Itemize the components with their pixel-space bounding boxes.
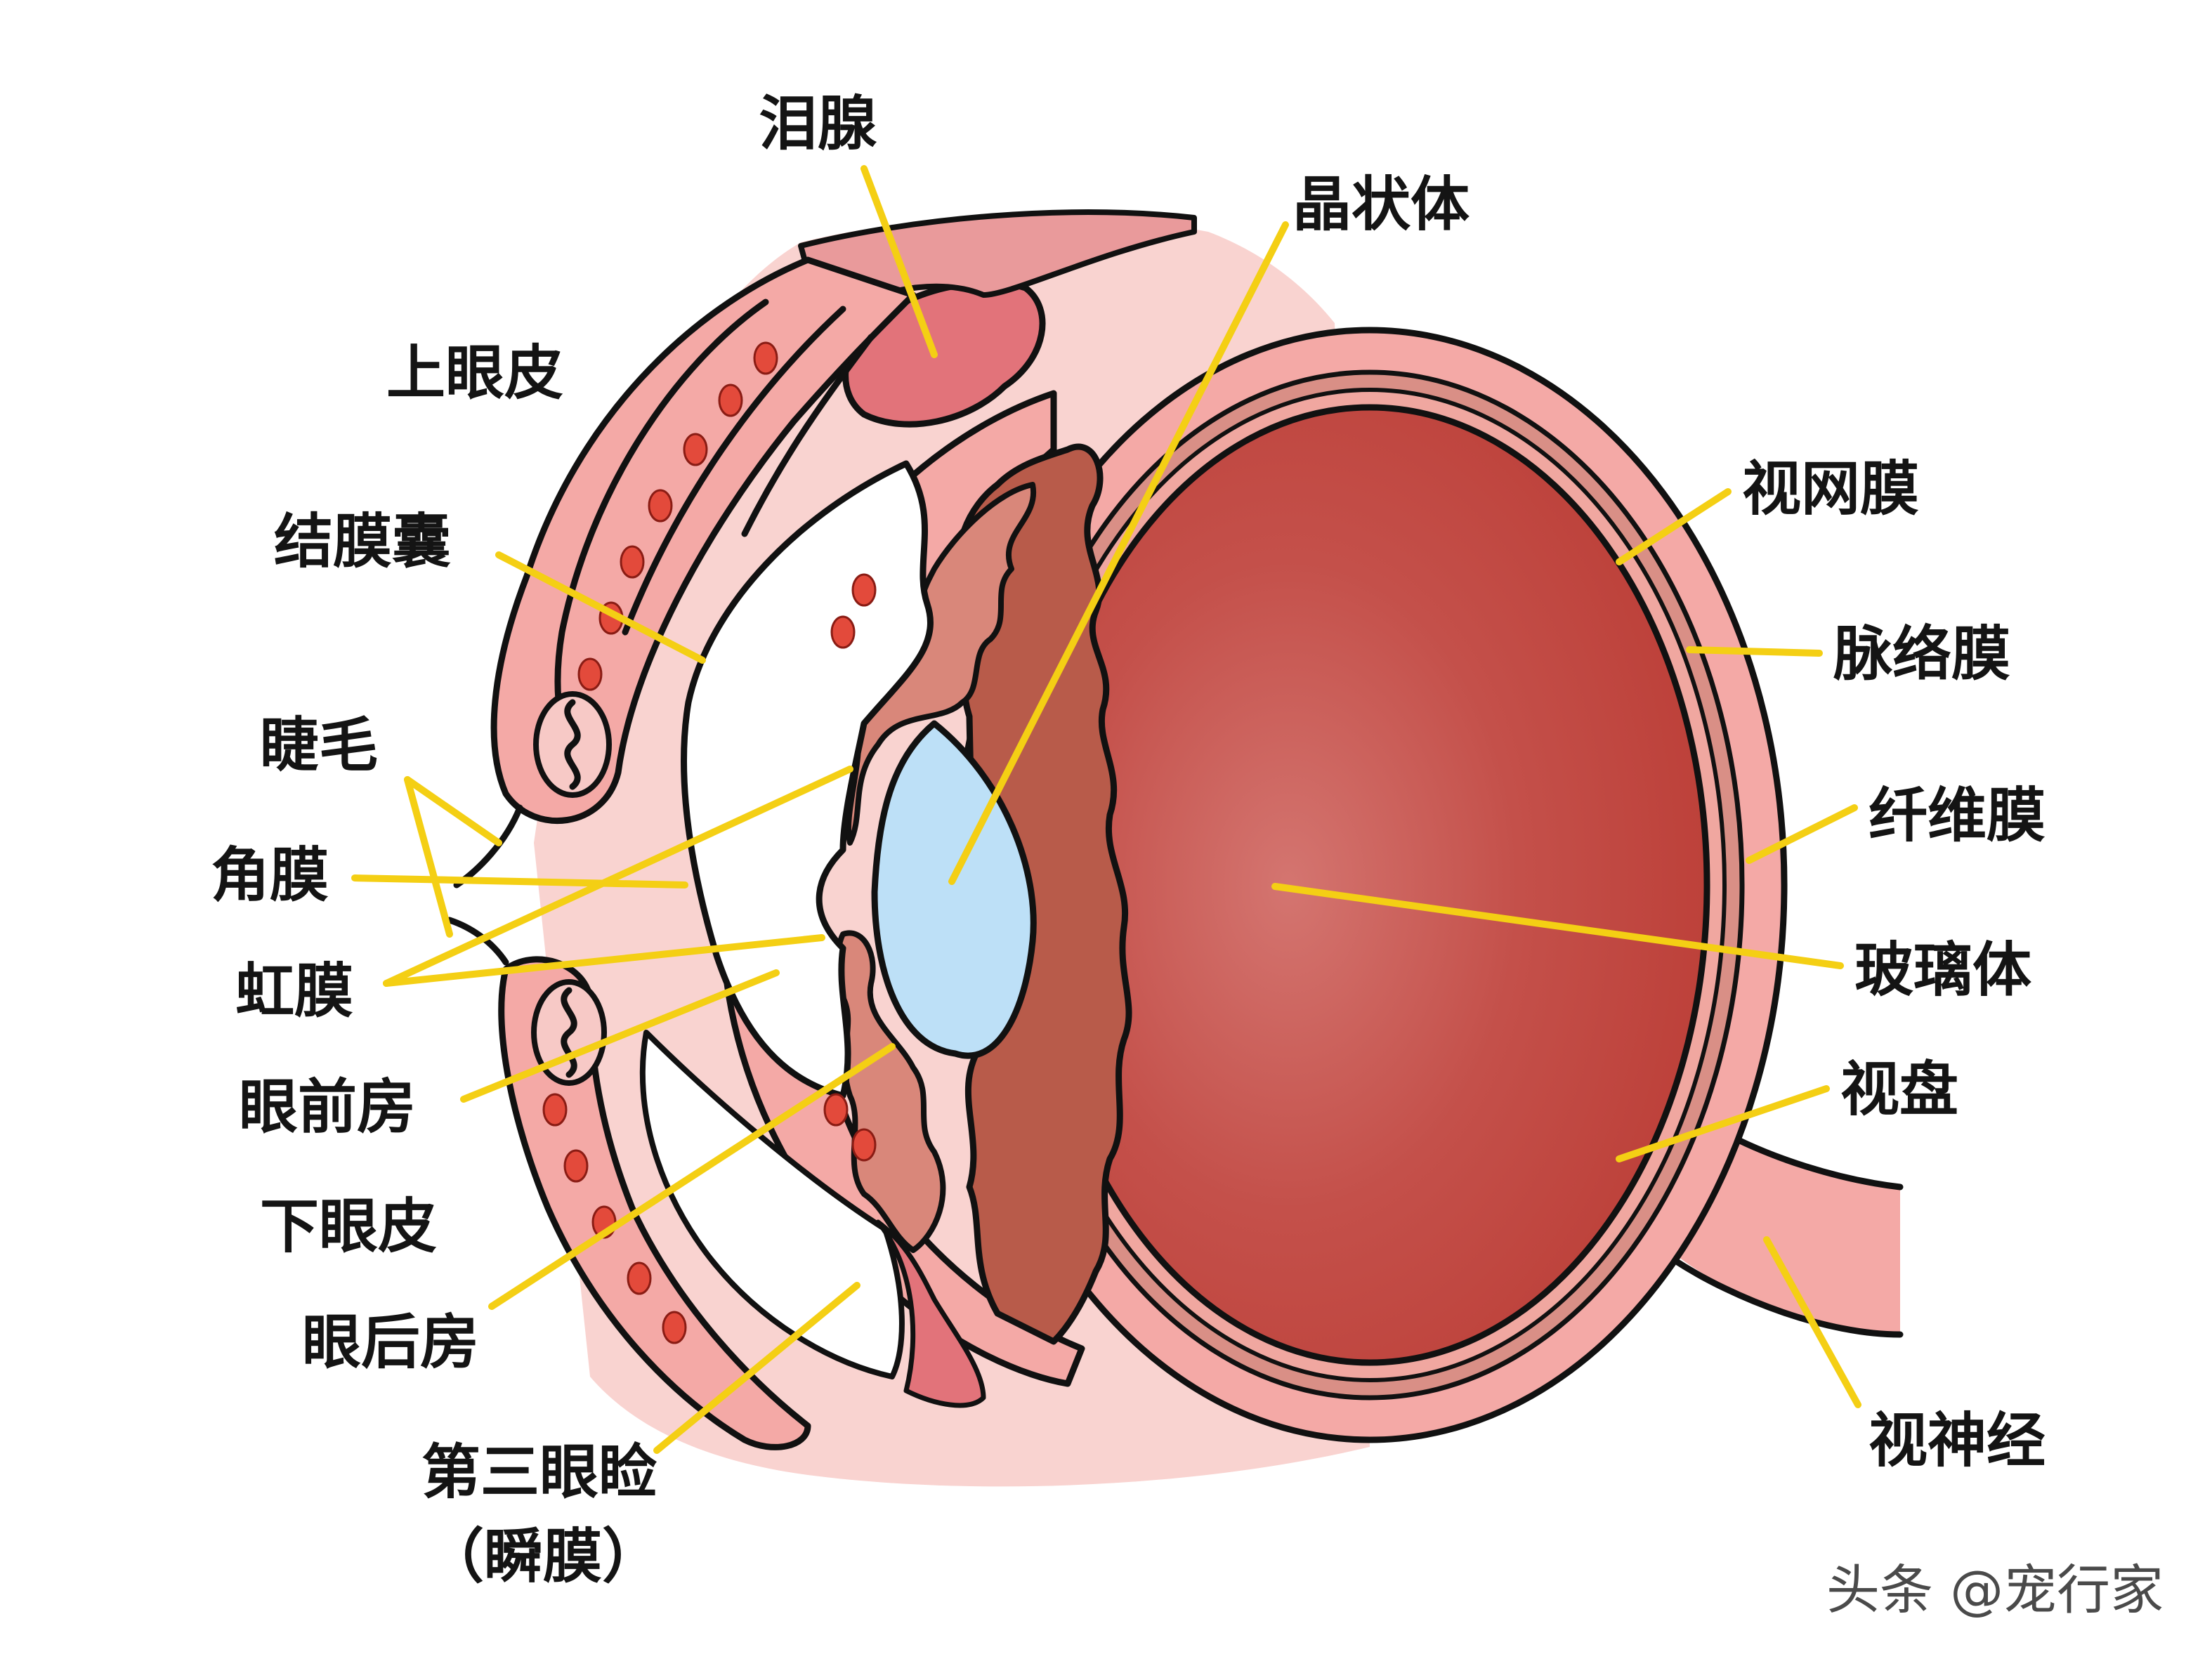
leader-eyelash-lower (404, 776, 453, 938)
labels: 泪腺 晶状体 上眼皮 结膜囊 睫毛 角膜 虹膜 眼前房 下眼皮 眼后房 第三眼睑… (211, 89, 2046, 1591)
leader-posterior-chamber (488, 1043, 896, 1310)
leader-iris-upper (383, 766, 853, 987)
label-lower-eyelid: 下眼皮 (260, 1192, 437, 1261)
leader-lines (351, 165, 1861, 1454)
label-fibrous-tunic: 纤维膜 (1869, 781, 2046, 850)
leader-anterior-chamber (460, 969, 780, 1103)
label-optic-disc: 视盘 (1840, 1055, 1958, 1124)
label-choroid: 脉络膜 (1833, 619, 2010, 688)
third-eyelid-cartilage (875, 1219, 986, 1408)
optic-nerve (1679, 1131, 1900, 1335)
leader-third-eyelid (653, 1282, 860, 1454)
vessels (542, 341, 877, 1344)
leader-lacrimal-gland (860, 165, 938, 358)
label-retina: 视网膜 (1742, 454, 1919, 523)
leader-fibrous-tunic (1746, 804, 1858, 864)
leader-optic-disc (1616, 1085, 1830, 1162)
label-optic-nerve: 视神经 (1869, 1406, 2046, 1475)
corneal-space (681, 460, 934, 1099)
label-eyelash: 睫毛 (260, 711, 378, 780)
label-iris: 虹膜 (235, 957, 353, 1025)
watermark: 头条 @宠行家 (1826, 1559, 2164, 1621)
leader-iris-lower (383, 934, 825, 987)
label-conjunctival-sac: 结膜囊 (274, 507, 451, 576)
leader-cornea (351, 874, 688, 888)
lower-eyelash (446, 917, 509, 966)
leader-conjunctival-sac (495, 551, 706, 664)
leader-eyelash-upper (404, 776, 502, 846)
leader-choroid (1686, 646, 1823, 657)
vitreous-body (1029, 404, 1710, 1366)
label-vitreous-body: 玻璃体 (1854, 936, 2031, 1004)
label-lacrimal-gland: 泪腺 (759, 89, 877, 158)
label-third-eyelid: 第三眼睑 (421, 1438, 657, 1507)
label-third-eyelid-alias: （瞬膜） (425, 1522, 661, 1591)
leader-optic-nerve (1763, 1236, 1861, 1408)
label-anterior-chamber: 眼前房 (239, 1073, 416, 1141)
label-cornea: 角膜 (211, 841, 329, 910)
leader-lens (948, 221, 1289, 885)
label-posterior-chamber: 眼后房 (302, 1308, 479, 1377)
label-upper-eyelid: 上眼皮 (386, 339, 563, 407)
leader-vitreous-body (1271, 883, 1844, 969)
leader-retina (1616, 488, 1732, 565)
label-lens: 晶状体 (1292, 170, 1470, 239)
